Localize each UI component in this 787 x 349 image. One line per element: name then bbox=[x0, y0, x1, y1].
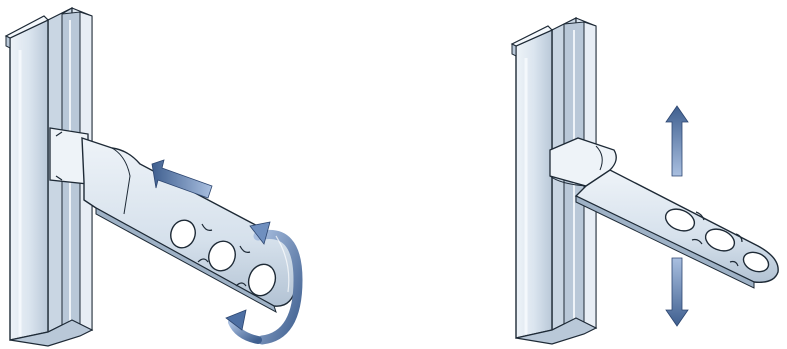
strap-locked-svg bbox=[510, 17, 779, 345]
strap-right bbox=[549, 137, 779, 289]
arrow-left-icon bbox=[151, 159, 213, 199]
arrow-up-icon bbox=[665, 105, 689, 177]
strap-insertion-illustration bbox=[4, 7, 303, 347]
strap-insertion-svg bbox=[4, 7, 303, 347]
arrow-down-icon bbox=[665, 257, 689, 327]
strap-locked-illustration bbox=[400, 0, 787, 349]
rotate-arrow-icon bbox=[225, 221, 303, 345]
strap-left bbox=[49, 127, 298, 314]
